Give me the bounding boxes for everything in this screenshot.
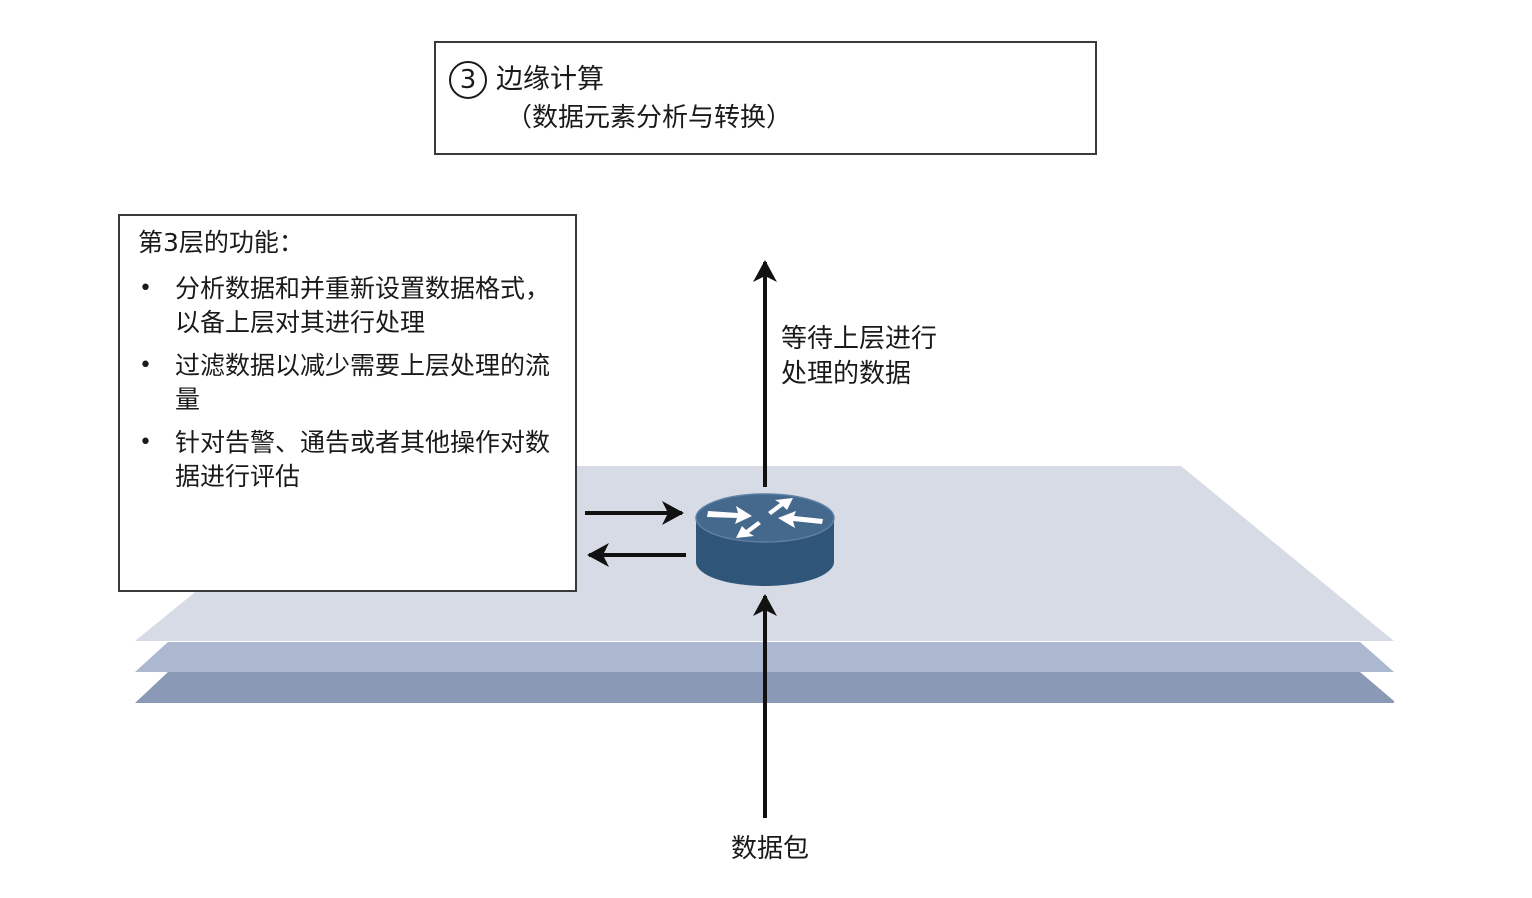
bullet-icon: • — [139, 430, 152, 455]
list-item-text: 分析数据和并重新设置数据格式，以备上层对其进行处理 — [175, 274, 551, 337]
list-item: • 针对告警、通告或者其他操作对数据进行评估 — [134, 426, 554, 494]
packets-label: 数据包 — [731, 834, 810, 864]
functions-list: • 分析数据和并重新设置数据格式，以备上层对其进行处理 • 过滤数据以减少需要上… — [134, 272, 554, 503]
upward-data-label: 等待上层进行处理的数据 — [781, 322, 951, 392]
list-item-text: 过滤数据以减少需要上层处理的流量 — [175, 351, 551, 414]
title-text: 边缘计算 — [496, 64, 604, 95]
bullet-icon: • — [139, 276, 152, 301]
upward-data-label-text: 等待上层进行处理的数据 — [781, 324, 938, 389]
bullet-icon: • — [139, 353, 152, 378]
functions-heading: 第3层的功能： — [138, 228, 304, 257]
functions-box: 第3层的功能： • 分析数据和并重新设置数据格式，以备上层对其进行处理 • 过滤… — [118, 214, 577, 592]
list-item: • 分析数据和并重新设置数据格式，以备上层对其进行处理 — [134, 272, 554, 340]
list-item: • 过滤数据以减少需要上层处理的流量 — [134, 349, 554, 417]
step-number-circle: 3 — [449, 61, 487, 99]
subtitle-text: （数据元素分析与转换） — [506, 103, 793, 133]
router-icon — [695, 493, 835, 586]
list-item-text: 针对告警、通告或者其他操作对数据进行评估 — [175, 428, 551, 491]
title-box: 3 边缘计算 （数据元素分析与转换） — [434, 41, 1097, 155]
